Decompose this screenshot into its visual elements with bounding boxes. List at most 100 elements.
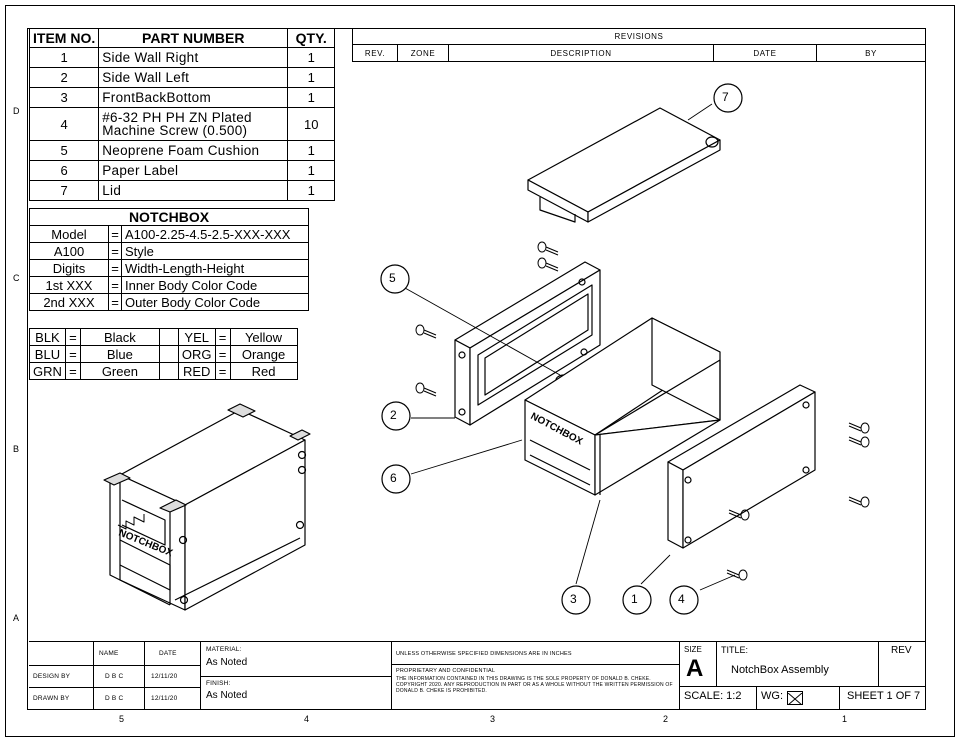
tb-scale: SCALE: 1:2 [684,690,742,702]
bom-row: 4 #6-32 PH PH ZN Plated Machine Screw (0… [28,107,336,141]
revisions-table: REVISIONS REV. ZONE DESCRIPTION DATE BY [352,28,926,62]
bom-row: 7 Lid 1 [28,180,336,201]
tb-size-label: SIZE [684,645,702,654]
bom-item-no: 4 [28,107,100,141]
notchbox-code-table: NOTCHBOX Model = A100-2.25-4.5-2.5-XXX-X… [29,208,309,311]
assembled-box-view [103,403,311,611]
balloon-label-3: 3 [570,592,577,606]
notchbox-row: 2nd XXX = Outer Body Color Code [29,293,309,311]
balloon-label-7: 7 [722,90,729,104]
tb-size-value: A [686,655,704,682]
zone-marker-1: 1 [842,714,848,724]
color-code: ORG [177,345,216,363]
color-row: GRN = Green RED = Red [29,362,298,380]
balloon-label-6: 6 [390,471,397,485]
screw-icon [726,569,748,581]
balloon-label-2: 2 [390,408,397,422]
tb-finish-value: As Noted [206,690,248,701]
color-code: BLU [29,345,66,363]
front-back-bottom-part [524,317,721,496]
tb-design-date: 12/11/20 [151,673,178,680]
revisions-header-row: REV. ZONE DESCRIPTION DATE BY [352,44,926,62]
bill-of-materials-table: ITEM NO. PART NUMBER QTY. 1 Side Wall Ri… [28,28,336,201]
screw-icon [537,257,559,272]
balloon-label-1: 1 [631,592,638,606]
tb-material-value: As Noted [206,657,248,668]
drawing-outer-border [5,5,955,737]
bom-row: 5 Neoprene Foam Cushion 1 [28,140,336,161]
tb-finish-label: FINISH: [206,680,231,687]
balloon-4 [669,585,699,615]
screw-icon [848,496,870,508]
bom-header-item: ITEM NO. [28,28,100,48]
zone-marker-d: D [13,106,20,116]
bom-qty: 10 [287,107,336,141]
zone-marker-2: 2 [663,714,669,724]
color-name: Black [79,328,160,346]
balloon-1 [622,585,652,615]
bom-row: 3 FrontBackBottom 1 [28,87,336,108]
notchbox-key: 1st XXX [29,276,109,294]
side-wall-right-part [667,384,816,549]
zone-marker-c: C [13,273,20,283]
tb-name-header: NAME [99,650,119,657]
zone-marker-5: 5 [119,714,125,724]
bom-header-qty: QTY. [287,28,336,48]
notchbox-value: Outer Body Color Code [121,293,309,311]
revisions-title: REVISIONS [352,28,926,45]
screw-icon [537,241,559,256]
tb-date-header: DATE [159,650,177,657]
balloon-2 [381,401,411,431]
tb-wg-label: WG: [761,690,783,702]
balloon-7 [713,83,743,113]
screw-icon [415,382,437,397]
color-code-table: BLK = Black YEL = Yellow BLU = Blue ORG … [29,328,298,380]
tb-drawn-by-name: D B C [105,695,124,702]
zone-marker-3: 3 [490,714,496,724]
tb-design-by-label: DESIGN BY [33,673,71,680]
rev-header-by: BY [816,44,926,62]
screw-icon [848,436,870,448]
tb-sheet: SHEET 1 OF 7 [847,690,921,702]
tb-wg-box-icon [787,691,803,706]
balloon-3 [561,585,591,615]
notchbox-key: 2nd XXX [29,293,109,311]
tb-rev-label: REV [891,645,912,656]
notchbox-value: Width-Length-Height [121,259,309,277]
screw-icon [728,509,750,521]
tb-material-label: MATERIAL: [206,646,242,653]
balloon-label-4: 4 [678,592,685,606]
notchbox-value: Style [121,242,309,260]
bom-part-number: Side Wall Left [98,67,289,88]
bom-item-no: 7 [28,180,100,201]
screw-icon [415,324,437,339]
screw-icon [848,422,870,434]
bom-row: 1 Side Wall Right 1 [28,47,336,68]
notchbox-row: Digits = Width-Length-Height [29,259,309,277]
color-spacer [158,362,179,380]
tb-drawn-by-label: DRAWN BY [33,695,70,702]
bom-part-number: Neoprene Foam Cushion [98,140,289,161]
balloons [380,83,743,615]
tb-title-label: TITLE: [721,645,749,655]
notchbox-row: Model = A100-2.25-4.5-2.5-XXX-XXX [29,225,309,243]
bom-part-number: #6-32 PH PH ZN Plated Machine Screw (0.5… [98,107,289,141]
bom-part-number: Side Wall Right [98,47,289,68]
tb-dimensions-note: UNLESS OTHERWISE SPECIFIED DIMENSIONS AR… [396,651,572,657]
color-name: Red [229,362,298,380]
balloon-leaders [404,103,736,591]
color-name: Blue [79,345,160,363]
bom-row: 2 Side Wall Left 1 [28,67,336,88]
bom-part-number: Lid [98,180,289,201]
zone-marker-b: B [13,444,20,454]
tb-proprietary-text: THE INFORMATION CONTAINED IN THIS DRAWIN… [396,676,673,694]
balloon-label-5: 5 [389,271,396,285]
balloon-6 [381,464,411,494]
tb-proprietary-title: PROPRIETARY AND CONFIDENTIAL [396,668,496,674]
zone-marker-4: 4 [304,714,310,724]
tb-drawn-date: 12/11/20 [151,695,178,702]
tb-design-by-name: D B C [105,673,124,680]
color-code: BLK [29,328,66,346]
lid-part [527,107,721,223]
